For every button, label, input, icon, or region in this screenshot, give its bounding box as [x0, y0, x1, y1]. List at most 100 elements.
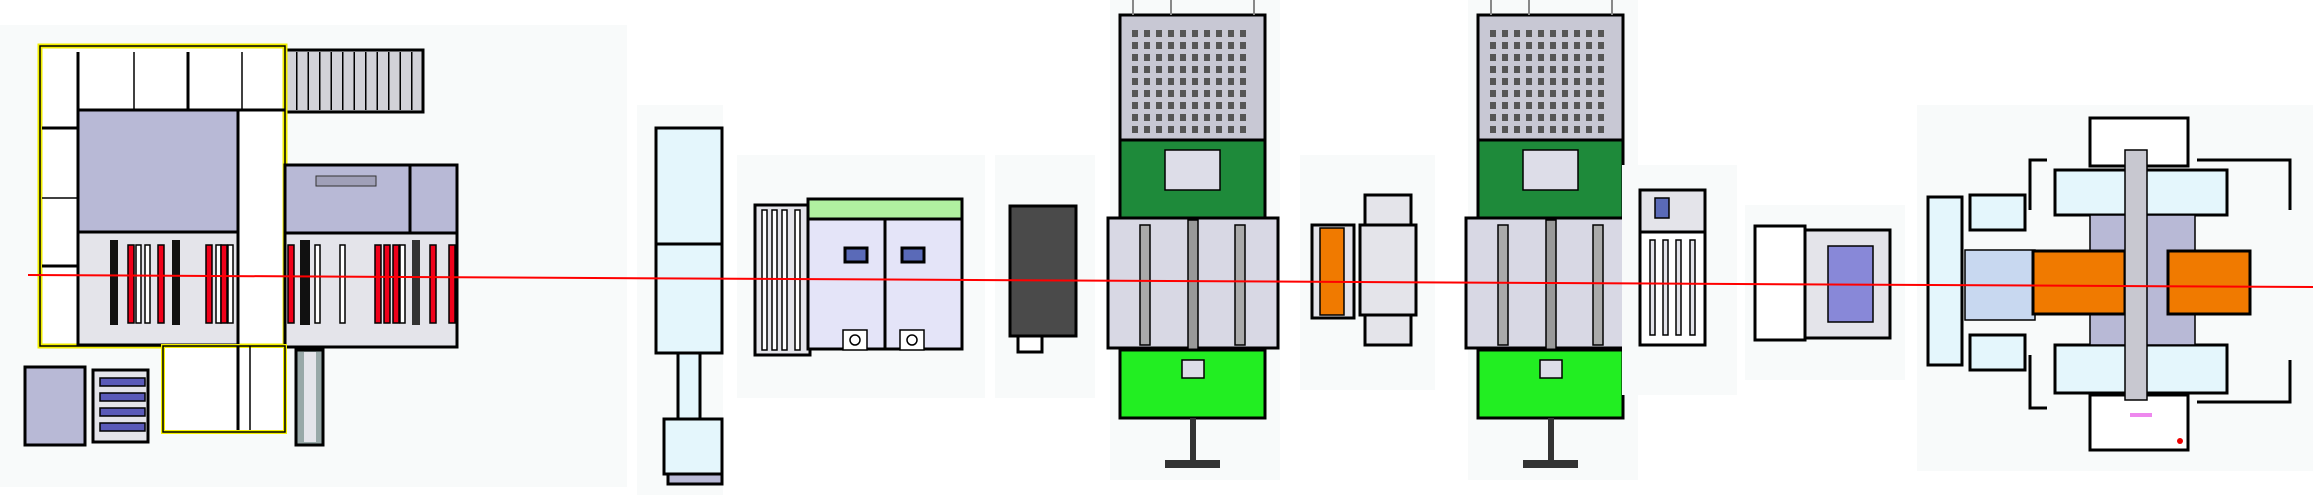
roller [1662, 239, 1669, 336]
roller-section [283, 231, 459, 349]
tower-pipe [1170, 0, 1172, 15]
vent-slot [1598, 126, 1604, 133]
vent-slot [1502, 90, 1508, 97]
vent-slot [1144, 30, 1150, 37]
stack-plate [99, 377, 146, 387]
vent-slot [1526, 90, 1532, 97]
vent-slot [1240, 30, 1246, 37]
vent-slot [1562, 66, 1568, 73]
vent-slot [1192, 78, 1198, 85]
tower-stand [1190, 418, 1196, 468]
vent-slot [1526, 30, 1532, 37]
vent-slot [1574, 90, 1580, 97]
stack-plate [99, 422, 146, 432]
vent-slot [1156, 54, 1162, 61]
vent-slot [1586, 114, 1592, 121]
vent-slot [1180, 30, 1186, 37]
vent-slot [1240, 102, 1246, 109]
vent-slot [1144, 42, 1150, 49]
vent-slot [1526, 114, 1532, 121]
vent-slot [1586, 30, 1592, 37]
vent-slot [1586, 102, 1592, 109]
vent-slot [1526, 66, 1532, 73]
vent-slot [1550, 66, 1556, 73]
vent-slot [1562, 54, 1568, 61]
vent-slot [1168, 66, 1174, 73]
vent-slot [1526, 54, 1532, 61]
vent-slot [1538, 78, 1544, 85]
conveyor-slat [365, 52, 367, 110]
vent-slot [1514, 78, 1520, 85]
tower-pipe [1132, 0, 1134, 15]
vent-slot [1598, 78, 1604, 85]
tower-shaft [1187, 219, 1199, 361]
vent-slot [1502, 66, 1508, 73]
vent-slot [1502, 126, 1508, 133]
tower-stand [1548, 418, 1554, 468]
station-7-oven-tower [1464, 0, 1638, 480]
roller [781, 209, 788, 351]
vent-slot [1144, 90, 1150, 97]
vent-slot [1228, 66, 1234, 73]
stack-plate [99, 407, 146, 417]
vent-slot [1216, 78, 1222, 85]
station-9-module [1745, 205, 1905, 380]
vent-slot [1132, 78, 1138, 85]
vent-slot [1550, 54, 1556, 61]
vent-slot [1168, 54, 1174, 61]
vent-slot [1490, 102, 1496, 109]
vent-slot [1562, 78, 1568, 85]
vent-slot [1574, 78, 1580, 85]
vent-slot [1562, 126, 1568, 133]
roller [1689, 239, 1696, 336]
vent-slot [1490, 114, 1496, 121]
roller [448, 244, 456, 324]
vent-slot [1132, 30, 1138, 37]
station-6-laminator [1300, 155, 1435, 390]
roller-frame [172, 240, 180, 325]
vent-slot [1490, 90, 1496, 97]
roller [220, 244, 228, 324]
vent-slot [1228, 90, 1234, 97]
vent-slot [1538, 90, 1544, 97]
conveyor-slat [411, 52, 413, 110]
tower-rail [1497, 224, 1509, 346]
roller [771, 209, 778, 351]
vent-slot [1490, 30, 1496, 37]
conveyor-slat [399, 52, 401, 110]
vent-slot [1490, 78, 1496, 85]
vent-slot [1168, 30, 1174, 37]
vent-slot [1538, 54, 1544, 61]
vent-slot [1204, 102, 1210, 109]
vent-slot [1598, 42, 1604, 49]
vent-slot [1502, 54, 1508, 61]
roller [314, 244, 321, 324]
vent-slot [1192, 30, 1198, 37]
vent-slot [1204, 126, 1210, 133]
vent-slot [1550, 102, 1556, 109]
tower-pipe [1253, 0, 1255, 15]
station-3-dryer [737, 155, 985, 398]
vent-slot [1574, 66, 1580, 73]
vent-slot [1192, 54, 1198, 61]
conveyor-slat [307, 52, 309, 110]
tower-shaft [1545, 219, 1557, 361]
vent-slot [1216, 54, 1222, 61]
tower-rail [1592, 224, 1604, 346]
vent-slot [1598, 66, 1604, 73]
conveyor-slat [376, 52, 378, 110]
vent-slot [1598, 114, 1604, 121]
roller [1675, 239, 1682, 336]
vent-slot [1550, 42, 1556, 49]
vent-slot [1228, 126, 1234, 133]
roller [227, 244, 234, 324]
station-4-module [995, 155, 1095, 398]
vent-slot [1550, 30, 1556, 37]
roller [383, 244, 391, 324]
tower-motor [1522, 149, 1579, 191]
vent-slot [1156, 30, 1162, 37]
roller [144, 244, 151, 324]
vent-slot [1502, 102, 1508, 109]
roller-frame [300, 240, 310, 325]
